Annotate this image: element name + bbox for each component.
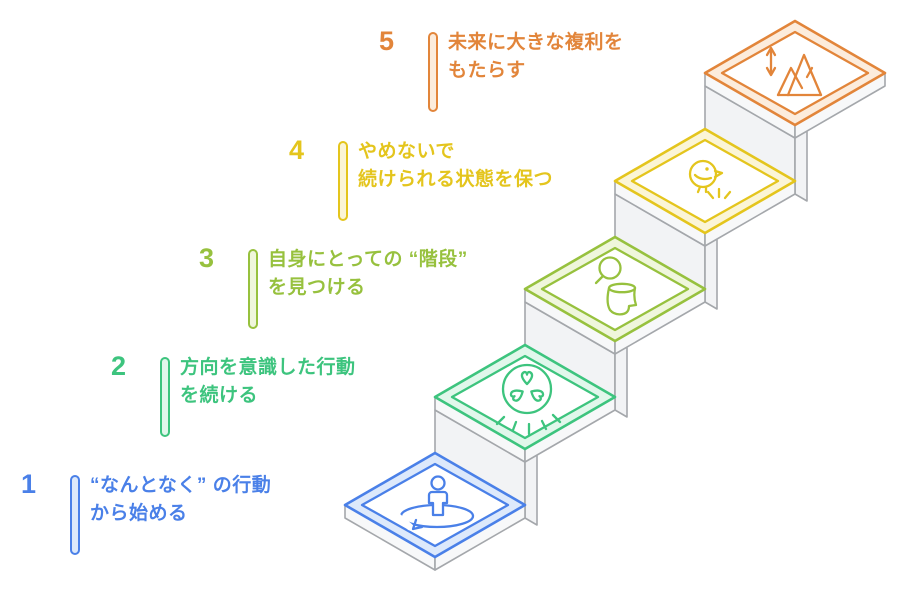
step-description: やめないで 続けられる状態を保つ <box>358 141 554 190</box>
step-number: 4 <box>288 135 304 165</box>
step-description: 未来に大きな複利を もたらす <box>448 32 624 81</box>
step-5-label: 5 未来に大きな複利を もたらす <box>368 26 698 125</box>
staircase-step-4 <box>613 127 797 310</box>
step-number: 5 <box>378 26 394 56</box>
step-4-label: 4 やめないで 続けられる状態を保つ <box>278 135 608 234</box>
bird-icon <box>688 159 732 200</box>
hearts-ball-icon <box>495 363 562 436</box>
diamond-inner <box>630 138 780 224</box>
diamond-inner <box>540 246 690 332</box>
step-3-label: 3 自身にとっての “階段” を見つける <box>188 243 518 342</box>
step-1-label: 1 “なんとなく” の行動 から始める <box>10 469 340 568</box>
staircase-step-5 <box>703 19 887 202</box>
step-description: 自身にとっての “階段” を見つける <box>268 249 468 298</box>
step-number: 1 <box>20 469 36 499</box>
staircase-step-3 <box>523 235 707 418</box>
step-2-label: 2 方向を意識した行動 を続ける <box>100 351 430 450</box>
step-number: 2 <box>110 351 126 381</box>
step-number: 3 <box>198 243 214 273</box>
step-color-bar <box>160 357 170 437</box>
step-color-bar <box>248 249 258 329</box>
staircase-step-2 <box>433 343 617 526</box>
step-color-bar <box>338 141 348 221</box>
staircase-step-1 <box>343 451 527 571</box>
diamond-inner <box>450 354 600 440</box>
step-description: “なんとなく” の行動 から始める <box>90 475 272 524</box>
step-color-bar <box>428 32 438 112</box>
mountains-arrow-icon <box>765 46 823 97</box>
step-color-bar <box>70 475 80 555</box>
person-restart-icon <box>393 475 475 531</box>
step-description: 方向を意識した行動 を続ける <box>180 357 356 406</box>
magnifier-head-icon <box>594 256 638 316</box>
